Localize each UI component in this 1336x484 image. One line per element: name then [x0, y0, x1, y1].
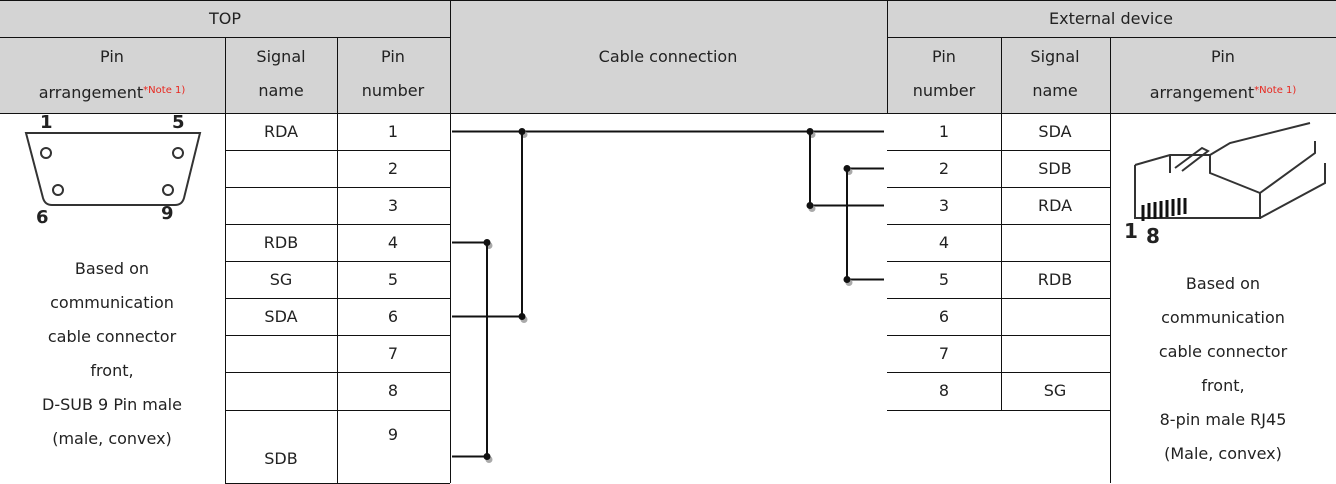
top-row-separator [225, 150, 450, 151]
ext-connector-description-line: 8-pin male RJ45 [1159, 410, 1287, 429]
top-col-pin-arrangement-line1: Pin [100, 47, 124, 66]
ext-col-signal-line2: name [1032, 81, 1078, 100]
top-col-signal-line1: Signal [256, 47, 306, 66]
top-col-pin-number-line1: Pin [381, 47, 405, 66]
ext-connector-description-line: front, [1201, 376, 1245, 395]
ext-row-separator [887, 224, 1110, 225]
junction-dot [806, 202, 814, 209]
top-row-separator [225, 335, 450, 336]
ext-signal-cell: RDA [1037, 195, 1073, 215]
top-signal-cell: RDA [263, 121, 299, 141]
top-pin-number-cell: 2 [387, 158, 399, 178]
ext-connector-description-line: Based on [1185, 274, 1261, 293]
top-row-separator [225, 298, 450, 299]
cable-title: Cable connection [598, 47, 738, 66]
top-pin-number-cell: 3 [387, 195, 399, 215]
ext-pin-number-cell: 8 [938, 381, 950, 400]
top-note-ref: *Note 1) [143, 85, 186, 96]
top-pin-number-cell: 6 [387, 306, 399, 326]
ext-pin-number-cell: 5 [938, 269, 950, 289]
top-pin-number-cell: 8 [387, 381, 399, 400]
top-pin-number-cell: 1 [387, 121, 399, 141]
ext-col-pin-number-line2: number [912, 81, 976, 100]
top-signal-cell: SDB [264, 448, 298, 468]
external-header-cell [887, 0, 1336, 113]
top-title: TOP [208, 9, 242, 28]
ext-signal-cell: RDB [1037, 269, 1073, 289]
ext-signal-cell: SG [1043, 381, 1067, 400]
top-signal-cell: SG [269, 269, 293, 289]
ext-signal-cell: SDB [1038, 158, 1072, 178]
top-row-separator [225, 224, 450, 225]
ext-col-pin-arrangement-line1: Pin [1211, 47, 1235, 66]
ext-row-separator [887, 298, 1110, 299]
top-connector-description-line: front, [90, 361, 134, 380]
top-connector-description-line: Based on [74, 259, 150, 278]
junction-dot [843, 276, 851, 283]
top-pin-number-cell: 7 [387, 343, 399, 363]
dsub-pin-label-5: 5 [172, 112, 185, 133]
ext-pin-number-cell: 1 [938, 121, 950, 141]
top-connector-description-line: D-SUB 9 Pin male [42, 395, 182, 414]
junction-dot [483, 453, 491, 460]
ext-row-separator [887, 372, 1110, 373]
dsub9-connector-icon [24, 132, 202, 206]
ext-connector-description-line: communication [1161, 308, 1285, 327]
ext-row-separator [887, 261, 1110, 262]
top-col-pin-arrangement-line2: arrangement*Note 1) [38, 83, 186, 102]
external-title: External device [1048, 9, 1174, 28]
top-connector-description-line: cable connector [47, 327, 177, 346]
top-row-separator [225, 372, 450, 373]
ext-pin-number-cell: 6 [938, 306, 950, 326]
dsub-pin-label-9: 9 [161, 203, 174, 224]
cable-header-cell [450, 0, 887, 113]
rj45-connector-icon [1134, 122, 1326, 221]
ext-col-pin-number-line1: Pin [932, 47, 956, 66]
ext-pin-number-cell: 2 [938, 158, 950, 178]
ext-connector-description-line: cable connector [1158, 342, 1288, 361]
ext-note-ref: *Note 1) [1254, 85, 1297, 96]
top-row-separator [225, 187, 450, 188]
ext-row-separator [887, 187, 1110, 188]
ext-row-separator [887, 335, 1110, 336]
junction-dot [518, 313, 526, 320]
top-row-separator [225, 261, 450, 262]
dsub-pin-label-1: 1 [40, 112, 53, 133]
ext-signal-cell: SDA [1038, 121, 1072, 141]
ext-row-separator [887, 410, 1110, 411]
top-connector-description-line: communication [50, 293, 174, 312]
top-pin-number-cell: 5 [387, 269, 399, 289]
top-signal-cell: SDA [264, 306, 298, 326]
rj45-pin-label-1: 1 [1124, 219, 1138, 243]
top-pin-number-cell: 4 [387, 232, 399, 252]
top-signal-cell: RDB [263, 232, 299, 252]
ext-pin-number-cell: 3 [938, 195, 950, 215]
ext-row-separator [887, 150, 1110, 151]
ext-col-pin-arrangement-line2: arrangement*Note 1) [1149, 83, 1297, 102]
rj45-connector-diagram: 1 8 [1110, 113, 1336, 263]
ext-connector-description-line: (Male, convex) [1164, 444, 1282, 463]
top-pin-number-cell: 9 [387, 424, 399, 444]
top-col-pin-number-line2: number [361, 81, 425, 100]
dsub-pin-label-6: 6 [36, 207, 49, 228]
dsub9-connector-diagram: 1 5 6 9 [0, 113, 225, 253]
top-col-signal-line2: name [258, 81, 304, 100]
ext-pin-number-cell: 7 [938, 343, 950, 363]
ext-pin-number-cell: 4 [938, 232, 950, 252]
top-row-separator [225, 410, 450, 411]
ext-col-signal-line1: Signal [1030, 47, 1080, 66]
rj45-pin-label-8: 8 [1146, 224, 1160, 248]
top-connector-description-line: (male, convex) [52, 429, 172, 448]
